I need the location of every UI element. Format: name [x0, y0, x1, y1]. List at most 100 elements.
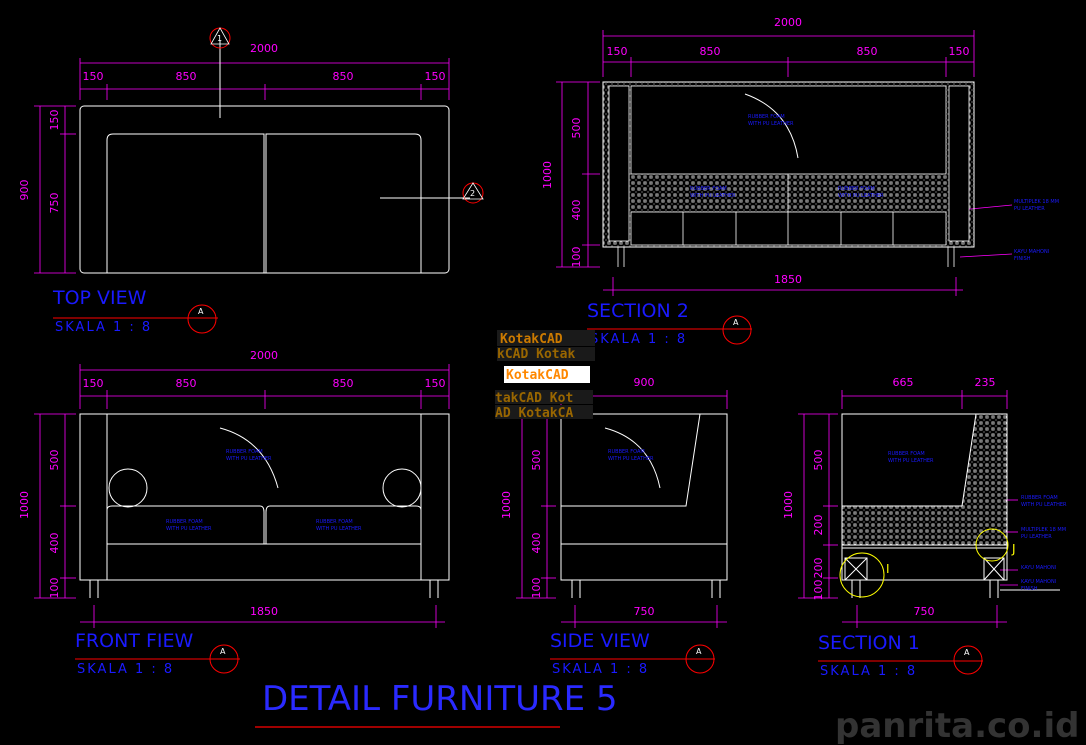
- sv-note-back-sub: WITH PU LEATHER: [608, 456, 654, 462]
- s2-note-seat-right: RUBBER FOAM: [838, 186, 875, 192]
- side-view: 900 1000 500 400 100 750 RUBBER FOAM WIT…: [500, 376, 728, 677]
- svg-text:A: A: [220, 647, 226, 656]
- top-dim-back: 150: [48, 110, 61, 131]
- fv-dim-seat-left: 850: [176, 377, 197, 390]
- svg-text:KotakCAD: KotakCAD: [500, 332, 563, 347]
- section-2-ref-bubble: A: [722, 315, 752, 345]
- s2-note-side-sub: PU LEATHER: [1014, 206, 1045, 212]
- svg-text:AD KotakCA: AD KotakCA: [495, 406, 573, 421]
- front-view: 2000 150 850 850 150 1000 500 400 100 18…: [18, 349, 450, 677]
- sv-dim-seat: 400: [530, 533, 543, 554]
- s1-note-back-sub: WITH PU LEATHER: [888, 458, 934, 464]
- sv-dim-height: 1000: [500, 491, 513, 519]
- sv-dim-bottom: 750: [634, 605, 655, 618]
- callout-2: 2: [462, 182, 484, 204]
- fv-dim-arm-left: 150: [83, 377, 104, 390]
- s1-dim-back: 235: [975, 376, 996, 389]
- svg-text:A: A: [198, 307, 204, 316]
- fv-dim-bottom: 1850: [250, 605, 278, 618]
- fv-note-seat-left: RUBBER FOAM: [166, 519, 203, 525]
- front-view-scale: SKALA 1 : 8: [77, 662, 174, 677]
- fv-dim-seat: 400: [48, 533, 61, 554]
- callout-1: 1: [209, 27, 231, 49]
- s1-note-r2-sub: PU LEATHER: [1021, 534, 1052, 540]
- top-dim-seat-left: 850: [176, 70, 197, 83]
- section-2-scale: SKALA 1 : 8: [590, 332, 687, 347]
- section-1-scale: SKALA 1 : 8: [820, 664, 917, 679]
- sv-dim-back: 500: [530, 450, 543, 471]
- fv-dim-leg: 100: [48, 578, 61, 599]
- top-view-scale: SKALA 1 : 8: [55, 320, 152, 335]
- drawing-title: DETAIL FURNITURE 5: [262, 679, 618, 719]
- front-view-title: FRONT FIEW: [75, 630, 193, 652]
- s1-dim-bottom: 750: [914, 605, 935, 618]
- fv-note-back-sub: WITH PU LEATHER: [226, 456, 272, 462]
- s2-dim-bottom: 1850: [774, 273, 802, 286]
- s1-mark-i: I: [886, 562, 890, 576]
- s1-dim-frame: 200: [812, 558, 825, 579]
- top-view: 2000 150 850 850 150 900 150 750 1 2 TOP…: [18, 27, 484, 335]
- fv-dim-back: 500: [48, 450, 61, 471]
- s2-note-foam-sub: WITH PU LEATHER: [748, 121, 794, 127]
- top-dim-seat-right: 850: [333, 70, 354, 83]
- svg-text:kCAD Kotak: kCAD Kotak: [497, 347, 575, 362]
- s2-dim-seat: 400: [570, 200, 583, 221]
- s2-dim-leg: 100: [570, 247, 583, 268]
- svg-text:2: 2: [470, 189, 475, 198]
- s2-dim-seat-right: 850: [857, 45, 878, 58]
- s1-dim-seat-h: 200: [812, 515, 825, 536]
- s1-mark-j: J: [1011, 542, 1016, 556]
- s1-dim-back-h: 500: [812, 450, 825, 471]
- sv-dim-total: 900: [634, 376, 655, 389]
- fv-dim-height: 1000: [18, 491, 31, 519]
- s2-note-seat-left: RUBBER FOAM: [690, 186, 727, 192]
- section-1-ref-bubble: A: [953, 645, 983, 675]
- section-1-title: SECTION 1: [818, 632, 920, 654]
- svg-text:A: A: [964, 648, 970, 657]
- side-view-scale: SKALA 1 : 8: [552, 662, 649, 677]
- top-dim-arm-left: 150: [83, 70, 104, 83]
- s2-note-seat-right-sub: WITH PU LEATHER: [838, 193, 884, 199]
- s1-note-r2: MULTIPLEK 18 MM: [1021, 527, 1066, 533]
- section-1: 665 235 1000 500 200 200 100 750 I J RUB…: [782, 376, 1067, 679]
- s1-note-r1: RUBBER FOAM: [1021, 495, 1058, 501]
- svg-text:A: A: [733, 318, 739, 327]
- top-dim-total: 2000: [250, 42, 278, 55]
- s2-note-seat-left-sub: WITH PU LEATHER: [690, 193, 736, 199]
- s1-dim-height: 1000: [782, 491, 795, 519]
- section-2: 2000 150 850 850 150 1000 500 400 100 18…: [541, 16, 1059, 347]
- s2-note-leg: KAYU MAHONI: [1014, 249, 1049, 255]
- s1-note-r4: KAYU MAHONI: [1021, 579, 1056, 585]
- top-dim-arm-right: 150: [425, 70, 446, 83]
- fv-note-seat-right: RUBBER FOAM: [316, 519, 353, 525]
- s1-note-r4-sub: FINISH: [1021, 586, 1038, 592]
- s2-dim-height: 1000: [541, 161, 554, 189]
- front-view-ref-bubble: A: [209, 644, 239, 674]
- side-view-ref-bubble: A: [685, 644, 715, 674]
- s1-note-back: RUBBER FOAM: [888, 451, 925, 457]
- kotakcad-logo: KotakCAD kCAD Kotak KotakCAD takCAD Kot …: [495, 330, 595, 421]
- top-dim-height: 900: [18, 180, 31, 201]
- sv-dim-leg: 100: [530, 578, 543, 599]
- svg-text:KotakCAD: KotakCAD: [506, 368, 569, 383]
- fv-note-back: RUBBER FOAM: [226, 449, 263, 455]
- s2-dim-arm-left: 150: [607, 45, 628, 58]
- fv-note-seat-left-sub: WITH PU LEATHER: [166, 526, 212, 532]
- s1-note-r3: KAYU MAHONI: [1021, 565, 1056, 571]
- s1-dim-leg: 100: [812, 580, 825, 601]
- s1-note-r1-sub: WITH PU LEATHER: [1021, 502, 1067, 508]
- side-view-title: SIDE VIEW: [550, 630, 650, 652]
- fv-note-seat-right-sub: WITH PU LEATHER: [316, 526, 362, 532]
- s2-dim-arm-right: 150: [949, 45, 970, 58]
- fv-dim-seat-right: 850: [333, 377, 354, 390]
- section-2-title: SECTION 2: [587, 300, 689, 322]
- s2-note-leg-sub: FINISH: [1014, 256, 1031, 262]
- s2-dim-seat-left: 850: [700, 45, 721, 58]
- s2-dim-back: 500: [570, 118, 583, 139]
- svg-text:1: 1: [217, 34, 222, 43]
- svg-text:A: A: [696, 647, 702, 656]
- s2-note-foam: RUBBER FOAM: [748, 114, 785, 120]
- s1-dim-seat: 665: [893, 376, 914, 389]
- top-view-ref-bubble: A: [187, 304, 217, 334]
